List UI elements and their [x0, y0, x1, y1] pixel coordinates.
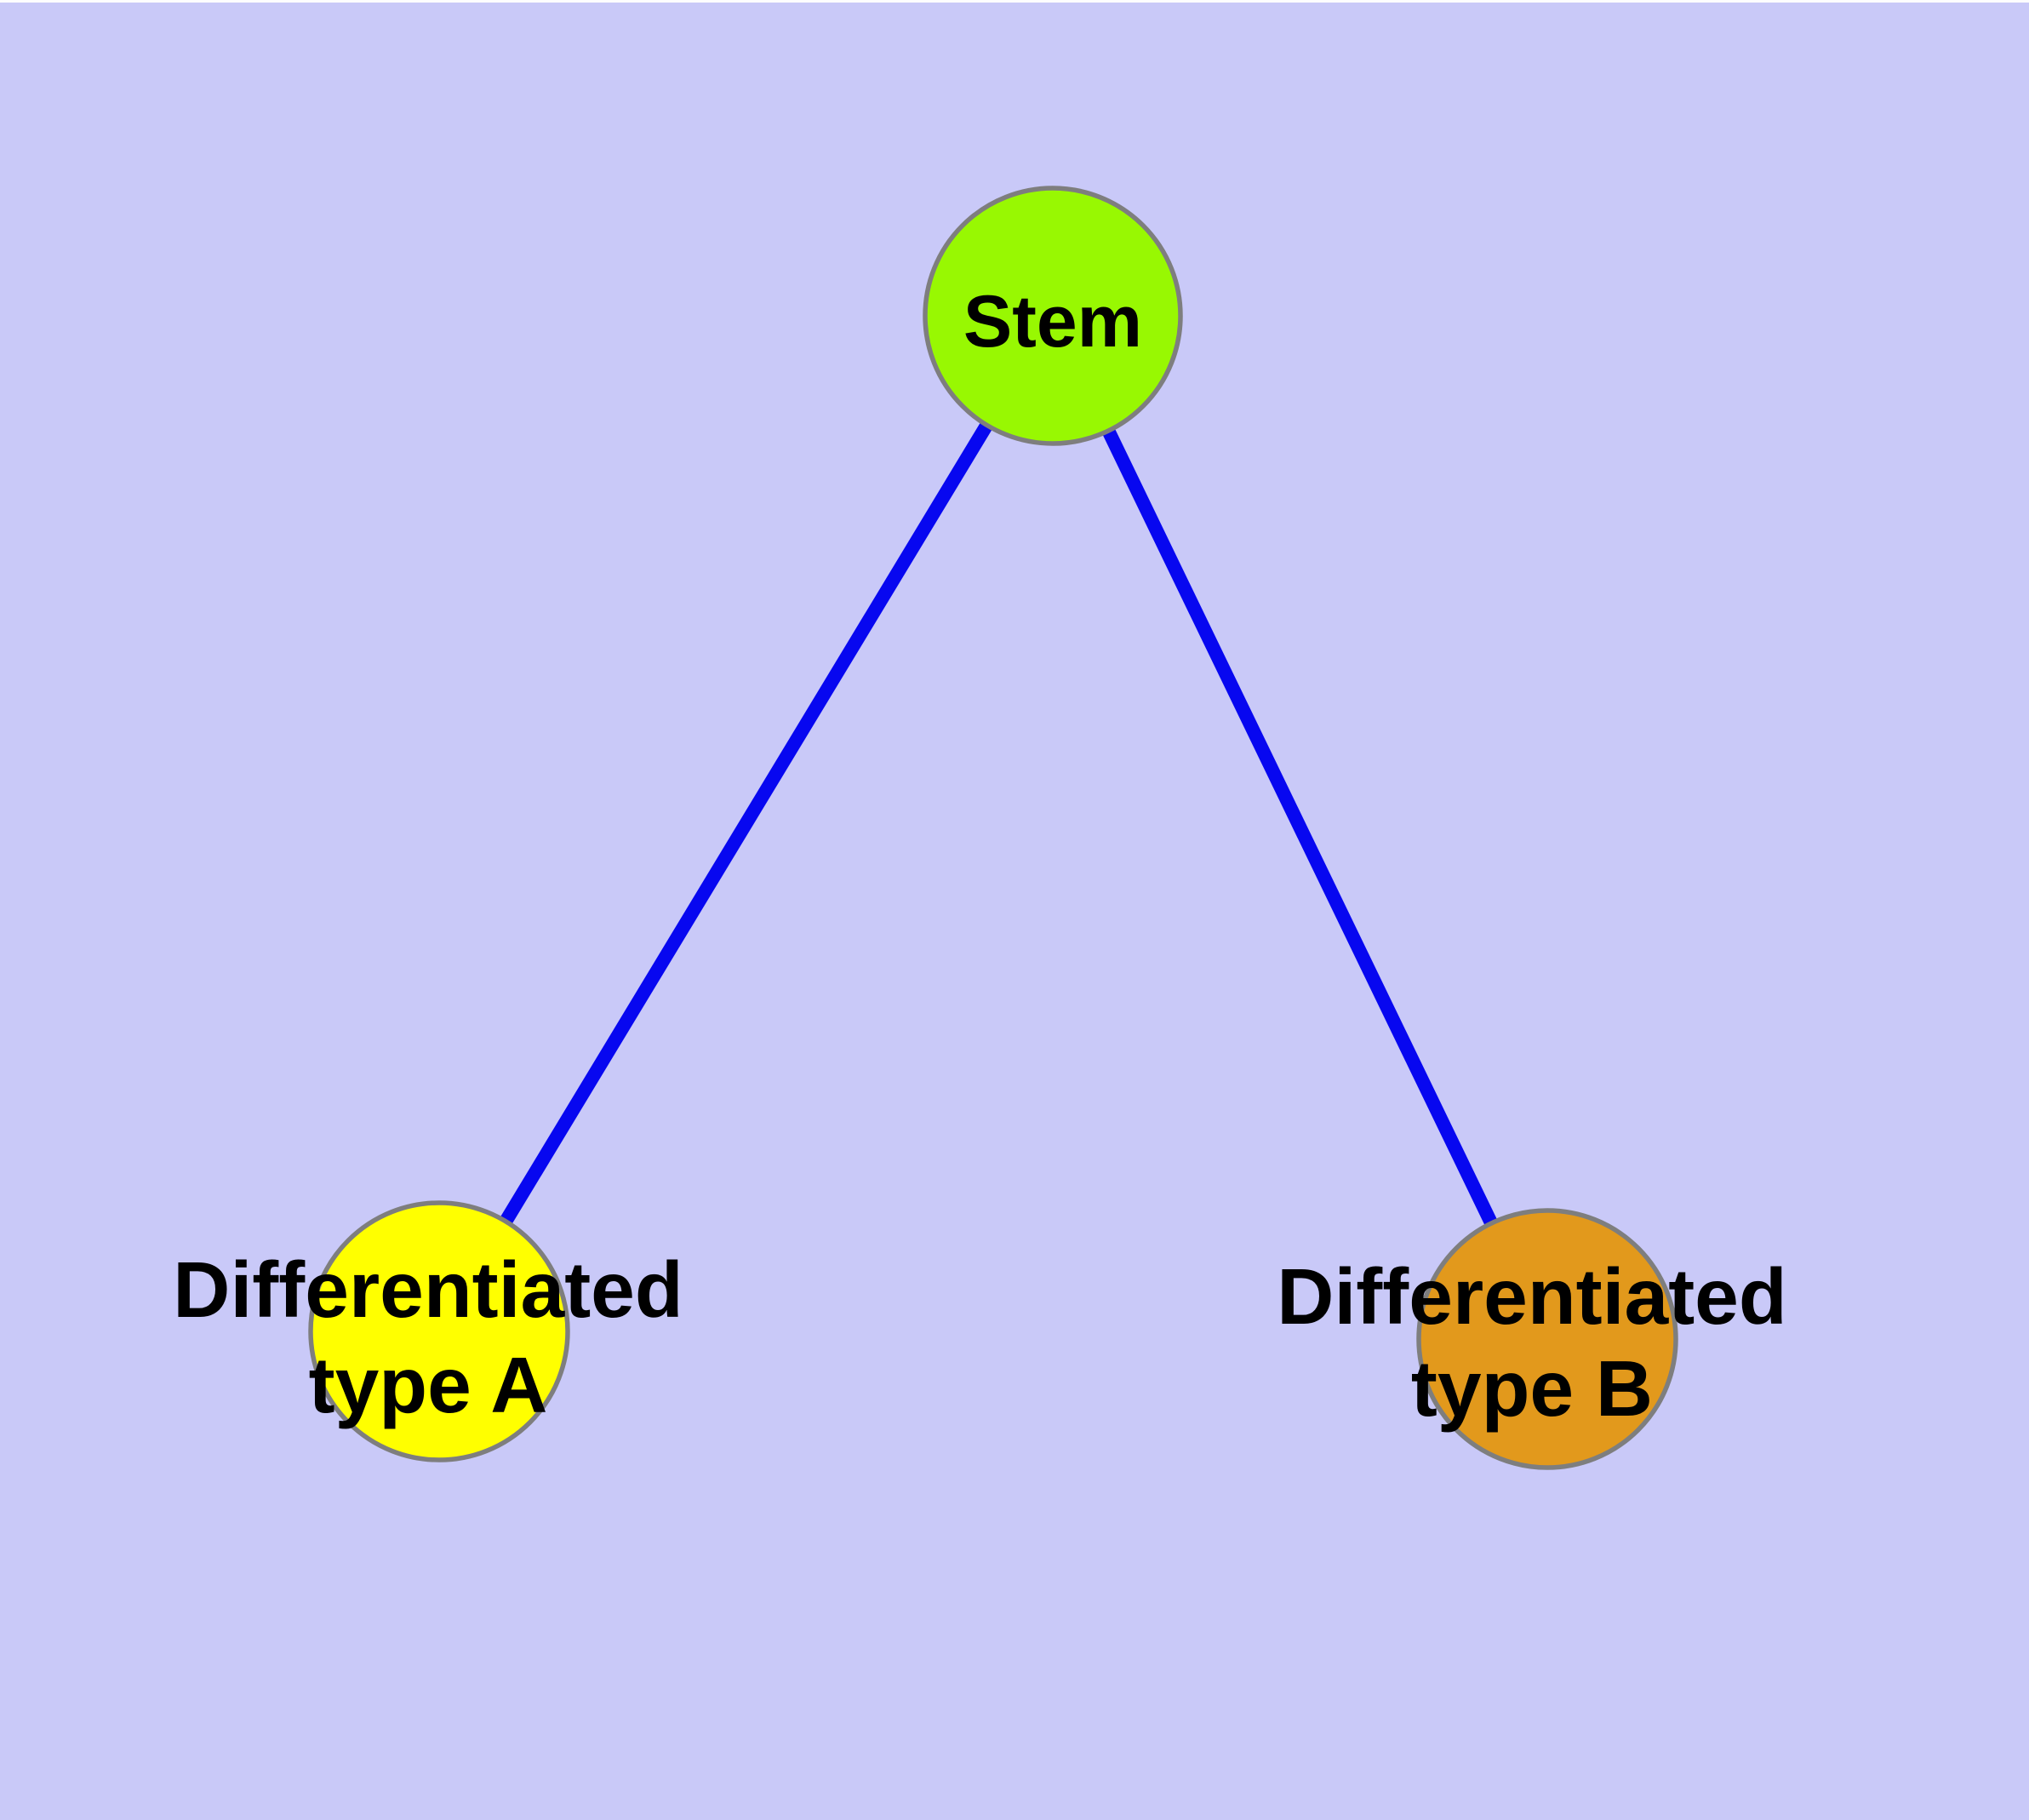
- node-stem-circle: [923, 186, 1183, 446]
- node-type-a-circle: [308, 1200, 570, 1462]
- node-type-b-label-line1: Differentiated: [1277, 1252, 1786, 1341]
- edge-stem-to-type-b: [1046, 312, 1554, 1342]
- node-type-b-circle: [1416, 1208, 1678, 1470]
- node-type-a-label-line2: type A: [309, 1341, 548, 1429]
- node-type-b-label-line2: type B: [1411, 1344, 1653, 1433]
- edge-stem-to-type-a: [433, 312, 1059, 1336]
- top-edge-strip: [0, 0, 2029, 3]
- node-type-a-label-line1: Differentiated: [173, 1245, 683, 1334]
- node-stem-label: Stem: [963, 281, 1142, 363]
